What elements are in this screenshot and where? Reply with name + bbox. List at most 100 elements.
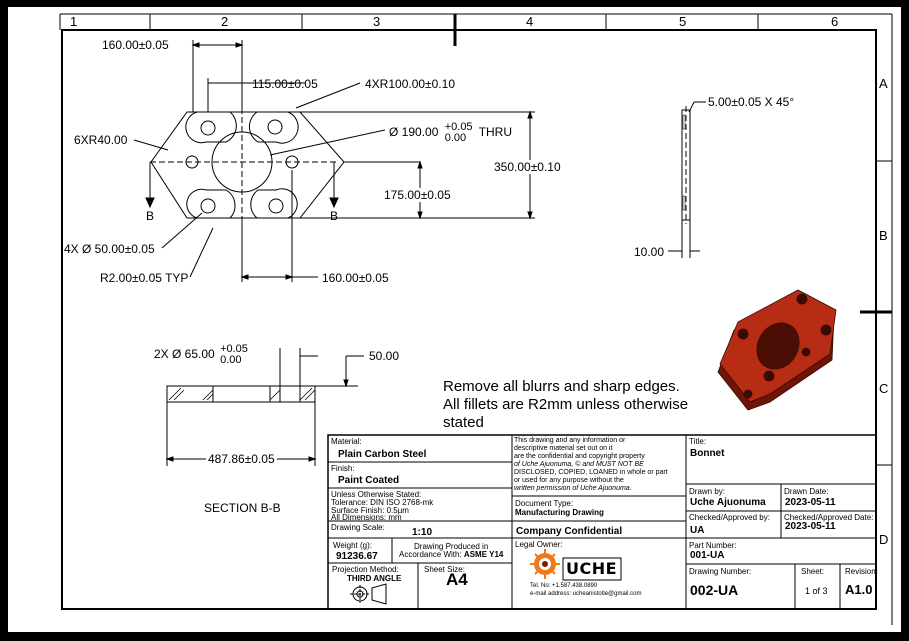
scale-label: Drawing Scale:	[331, 523, 385, 532]
drawn-date-label: Drawn Date:	[784, 487, 829, 496]
hole-top-right	[267, 119, 283, 135]
note-line-1: Remove all blurrs and sharp edges.	[443, 378, 680, 395]
uche-logo-icon	[530, 549, 622, 581]
material-label: Material:	[331, 437, 362, 446]
dim-4x-r100: 4XR100.00±0.10	[365, 77, 455, 91]
projection-value: THIRD ANGLE	[347, 574, 402, 583]
pocket-top-left	[185, 111, 237, 144]
zone-row-b: B	[879, 228, 888, 243]
finish-label: Finish:	[331, 464, 355, 473]
dim-115: 115.00±0.05	[252, 77, 318, 91]
scale-value: 1:10	[412, 527, 433, 538]
dim-2x-holes-value: 2X Ø 65.00	[154, 347, 215, 362]
unless-stated-label: Unless Otherwise Stated:	[331, 490, 422, 499]
dim-bore-tolerance: +0.05 0.00	[445, 122, 473, 144]
confidential-line: This drawing and any information or	[514, 437, 626, 444]
tolerance-note: Tolerance: DIN ISO 2768-mk	[331, 498, 434, 507]
dim-2x-holes: 2X Ø 65.00 +0.05 0.00	[154, 344, 248, 366]
company-confidential: Company Confidential	[516, 526, 623, 537]
title-value: Bonnet	[690, 448, 725, 459]
confidential-line: DISCLOSED, COPIED, LOANED in whole or pa…	[514, 469, 668, 476]
drawn-by-value: Uche Ajuonuma	[690, 497, 766, 508]
dim-2x-tol-lower: 0.00	[220, 354, 242, 366]
title-label: Title:	[689, 437, 707, 446]
drawn-date-value: 2023-05-11	[785, 497, 836, 508]
section-mark-right: B	[330, 209, 339, 223]
note-line-3: stated	[443, 414, 484, 431]
confidential-line: are the confidential and copyright prope…	[514, 453, 645, 460]
dim-r2-typ: R2.00±0.05 TYP	[100, 271, 189, 285]
section-view	[165, 348, 364, 466]
sheet-size-value: A4	[446, 570, 468, 589]
dim-175: 175.00±0.05	[384, 188, 451, 202]
hexagon-outline	[150, 111, 345, 219]
document-type-label: Document Type:	[515, 499, 574, 508]
checked-by-label: Checked/Approved by:	[689, 513, 770, 522]
title-block-grid	[327, 434, 877, 610]
revision-value: A1.0	[845, 582, 873, 597]
dim-4x-holes: 4X Ø 50.00±0.05	[64, 242, 155, 256]
weight-value: 91236.67	[336, 551, 378, 562]
email: e-mail address: ucheanistotle@gmail.com	[530, 591, 642, 597]
zone-row-c: C	[879, 381, 889, 396]
revision-label: Revision:	[845, 567, 878, 576]
document-type-value: Manufacturing Drawing	[515, 508, 604, 517]
dim-160-top: 160.00±0.05	[102, 38, 169, 52]
legal-owner-label: Legal Owner:	[515, 540, 563, 549]
dim-chamfer: 5.00±0.05 X 45°	[708, 95, 795, 109]
third-angle-symbol-icon	[350, 583, 387, 605]
pocket-top-right	[248, 111, 299, 144]
checked-date-label: Checked/Approved Date:	[784, 513, 874, 522]
dim-350: 350.00±0.10	[494, 160, 561, 174]
projection-label: Projection Method:	[332, 565, 399, 574]
part-number-value: 001-UA	[690, 550, 725, 561]
part-number-label: Part Number:	[689, 541, 737, 550]
hole-bottom-right	[268, 198, 284, 214]
material-value: Plain Carbon Steel	[338, 449, 427, 460]
zone-row-a: A	[879, 76, 888, 91]
zone-column-1: 1	[70, 14, 78, 29]
drawn-by-label: Drawn by:	[689, 487, 726, 496]
produced-line-1: Drawing Produced in	[414, 542, 489, 551]
sheet-size-label: Sheet Size:	[424, 565, 465, 574]
telephone: Tel. No: +1.587.438.0890	[530, 583, 598, 589]
sheet-label: Sheet:	[801, 567, 825, 576]
zone-column-2: 2	[221, 14, 229, 29]
dim-bore-diameter: Ø 190.00 +0.05 0.00 THRU	[389, 122, 512, 144]
confidential-line: descriptive material set out on it	[514, 445, 613, 452]
hatch	[168, 387, 316, 401]
zone-column-3: 3	[373, 14, 381, 29]
zone-row-d: D	[879, 532, 889, 547]
dim-width: 487.86±0.05	[206, 452, 277, 466]
produced-prefix: Accordance With:	[399, 550, 464, 559]
dim-160-bottom: 160.00±0.05	[322, 271, 389, 285]
confidential-line: of Uche Ajuonuma, © and MUST NOT BE	[514, 461, 644, 468]
section-mark-left: B	[146, 209, 155, 223]
surface-finish-note: Surface Finish: 0.5µm	[331, 506, 409, 515]
dim-thickness: 10.00	[634, 245, 665, 259]
dim-2x-tol-upper: +0.05	[220, 343, 248, 355]
hole-bottom-left	[200, 198, 216, 214]
top-view	[133, 40, 535, 282]
dim-bore-thru: THRU	[478, 125, 513, 140]
iso-view	[717, 289, 837, 411]
hole-top-left	[200, 120, 216, 136]
produced-line-2: Accordance With: ASME Y14	[399, 550, 503, 559]
zone-column-5: 5	[679, 14, 687, 29]
dim-depth: 50.00	[369, 349, 400, 363]
dim-bore-tol-lower: 0.00	[444, 132, 467, 144]
confidential-line: written permission of Uche Ajuonuma.	[514, 485, 632, 492]
iso-bore	[756, 322, 800, 370]
all-dimensions-note: All Dimensions: mm	[331, 513, 402, 522]
pocket-bottom-left	[186, 188, 236, 219]
sheet-value: 1 of 3	[805, 586, 828, 596]
drawing-number-label: Drawing Number:	[689, 567, 752, 576]
pocket-bottom-right	[250, 188, 298, 219]
checked-by-value: UA	[690, 525, 705, 536]
note-line-2: All fillets are R2mm unless otherwise	[443, 396, 689, 413]
drawing-number-value: 002-UA	[690, 582, 739, 598]
dim-bore-tol-upper: +0.05	[444, 121, 473, 133]
section-caption: SECTION B-B	[204, 501, 281, 515]
confidential-line: or used for any purpose without the	[514, 477, 624, 484]
